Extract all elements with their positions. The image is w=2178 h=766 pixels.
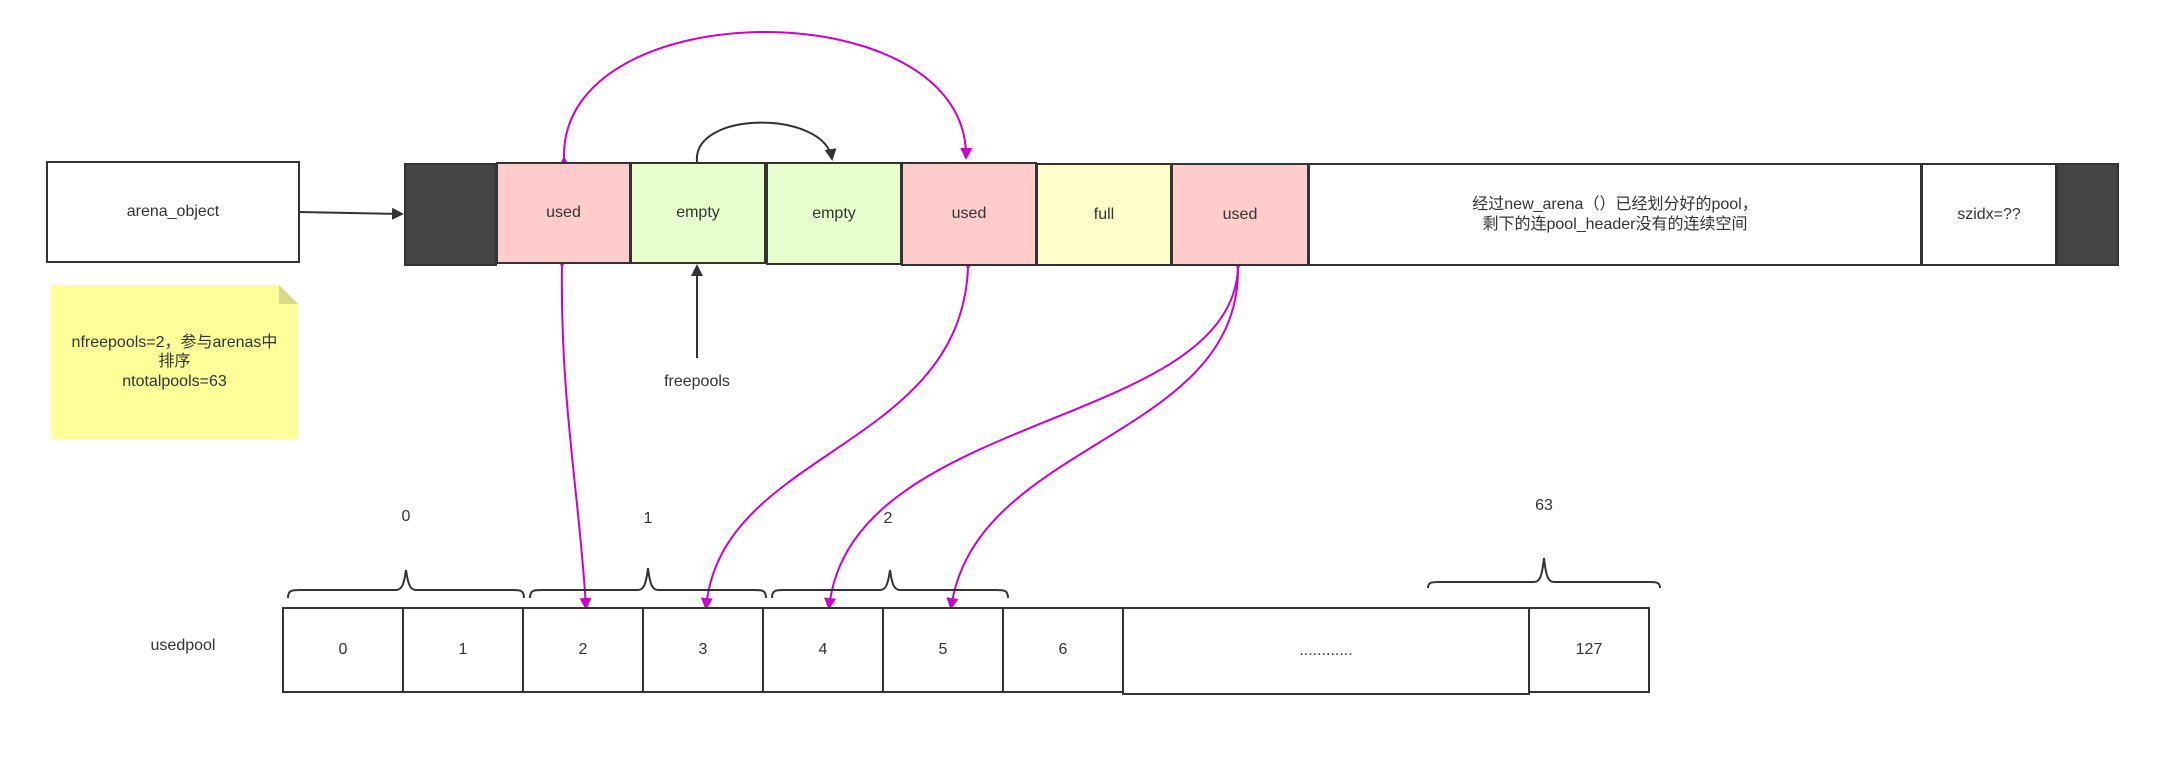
brace-1 <box>529 567 767 599</box>
arena-object-box: arena_object <box>46 161 300 263</box>
usedpool-cell-label: 127 <box>1575 641 1603 658</box>
info-note: nfreepools=2，参与arenas中排序 ntotalpools=63 <box>51 285 298 439</box>
used-pool-link-arc <box>558 31 973 169</box>
pool-label: empty <box>812 204 856 222</box>
pool-label: full <box>1093 205 1115 223</box>
pool-5: used <box>1171 163 1309 266</box>
usedpool-cell-1: 1 <box>402 607 524 693</box>
usedpool-cell-label: 1 <box>458 641 468 658</box>
pool-3: used <box>901 162 1037 266</box>
pool-label: empty <box>676 204 720 221</box>
usedpool-cell-ellipsis: ............ <box>1122 607 1530 695</box>
usedpool-cell-2: 2 <box>522 607 644 693</box>
usedpool-cell-label: ............ <box>1299 642 1353 659</box>
usedpool-cell-label: 4 <box>818 641 828 658</box>
brace-label-2: 2 <box>883 510 893 527</box>
usedpool-link-4 <box>946 267 1240 610</box>
pool-2: empty <box>766 162 902 265</box>
remaining-space-text: 经过new_arena（）已经划分好的pool， 剩下的连pool_header… <box>1472 195 1758 233</box>
usedpool-link-3 <box>824 257 1245 610</box>
pool-label: used <box>1222 205 1258 223</box>
szidx-label: szidx=?? <box>1957 205 2021 223</box>
pool-label: used <box>951 205 987 222</box>
arena-pointer-arrow <box>298 207 404 220</box>
usedpool-cell-label: 5 <box>938 641 948 658</box>
pool-0: used <box>496 162 631 264</box>
arena-header-block <box>404 163 497 266</box>
brace-label-0: 0 <box>401 508 411 525</box>
usedpool-cell-label: 2 <box>578 641 588 658</box>
brace-label-63: 63 <box>1535 497 1553 514</box>
brace-2 <box>771 569 1009 599</box>
usedpool-link-2 <box>700 257 975 610</box>
szidx-box: szidx=?? <box>1921 163 2057 266</box>
pool-label: used <box>546 204 581 221</box>
freepool-next-arrow <box>695 121 837 163</box>
brace-63 <box>1427 557 1661 589</box>
usedpool-cell-4: 4 <box>762 607 884 693</box>
usedpool-label: usedpool <box>150 637 216 654</box>
usedpool-cell-0: 0 <box>282 607 404 693</box>
usedpool-cell-127: 127 <box>1528 607 1650 693</box>
pool-1: empty <box>630 162 766 264</box>
brace-0 <box>287 569 525 599</box>
usedpool-link-1 <box>556 255 592 610</box>
arena-tail-block <box>2056 163 2119 266</box>
usedpool-cell-5: 5 <box>882 607 1004 693</box>
usedpool-cell-6: 6 <box>1002 607 1124 693</box>
usedpool-cell-3: 3 <box>642 607 764 693</box>
freepools-label: freepools <box>664 373 730 390</box>
usedpool-cell-label: 3 <box>698 641 708 658</box>
brace-label-1: 1 <box>643 510 653 527</box>
pool-4: full <box>1036 163 1172 266</box>
arena-object-label: arena_object <box>126 203 220 220</box>
remaining-space-box: 经过new_arena（）已经划分好的pool， 剩下的连pool_header… <box>1308 163 1922 266</box>
usedpool-cell-label: 0 <box>338 641 348 658</box>
note-text: nfreepools=2，参与arenas中排序 ntotalpools=63 <box>71 334 278 390</box>
usedpool-cell-label: 6 <box>1058 641 1068 658</box>
